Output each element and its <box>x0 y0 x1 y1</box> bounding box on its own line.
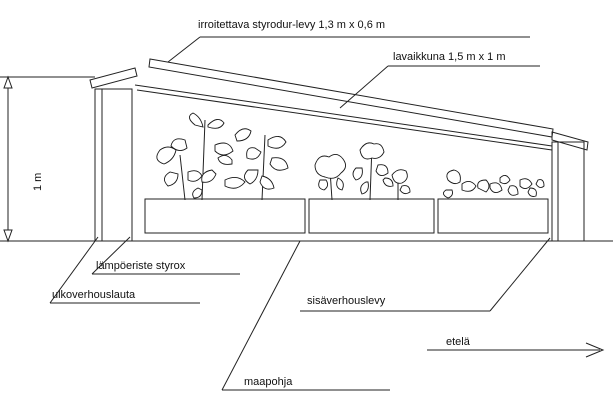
plants-middle <box>314 142 411 201</box>
frame-window-label: lavaikkuna 1,5 m x 1 m <box>393 51 506 63</box>
height-dimension <box>0 75 95 243</box>
outer-cladding-label: ulkoverhouslauta <box>52 289 136 301</box>
south-wall <box>551 131 589 242</box>
leader-lines <box>49 36 605 391</box>
plants-left <box>156 112 289 201</box>
removable-board-label: irroitettava styrodur-levy 1,3 m x 0,6 m <box>198 19 385 31</box>
frame-window <box>134 84 553 151</box>
height-label: 1 m <box>32 173 44 191</box>
removable-styrodur-board <box>148 58 554 138</box>
inner-board-label: sisäverhouslevy <box>307 295 386 307</box>
north-wall <box>89 67 138 242</box>
planter-boxes <box>144 198 549 234</box>
insulation-label: lämpöeriste styrox <box>96 260 186 272</box>
south-label: etelä <box>446 336 471 348</box>
ground-label: maapohja <box>244 376 293 388</box>
plants-right <box>443 169 545 199</box>
